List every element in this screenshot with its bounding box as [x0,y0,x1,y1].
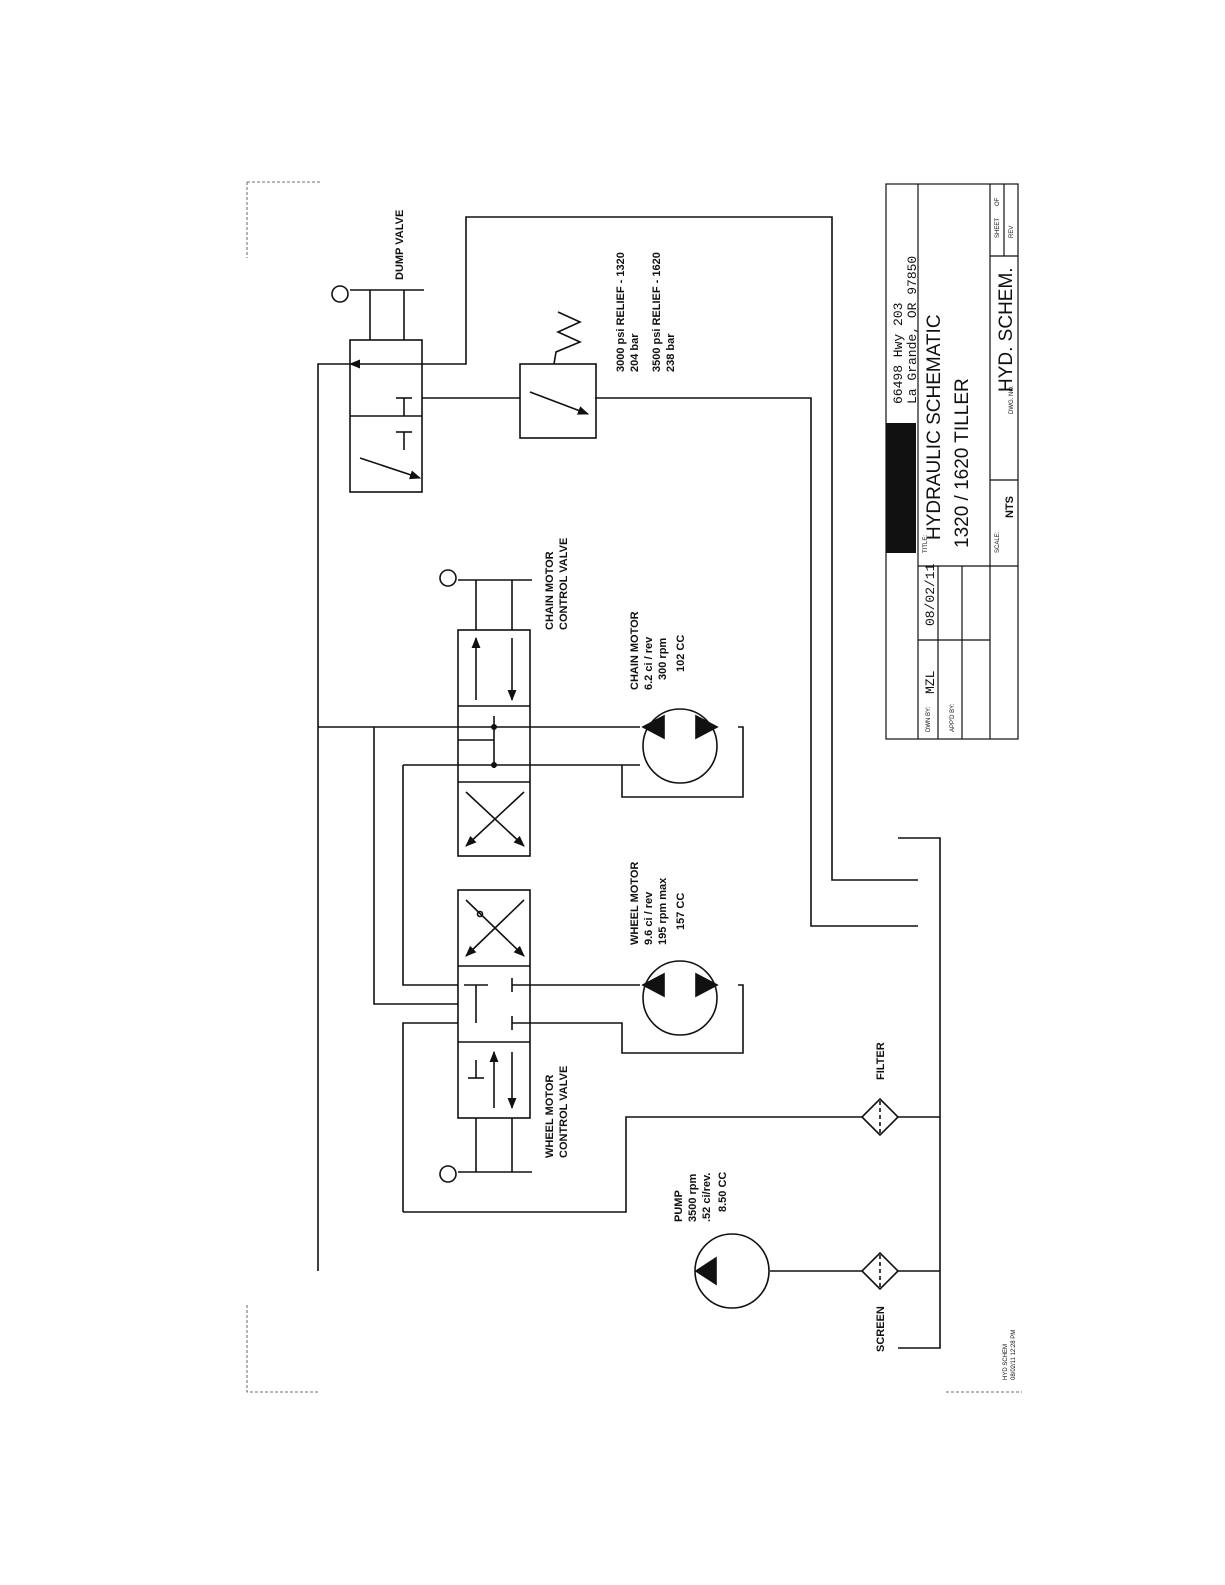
label-chain-motor-3: 300 rpm [657,638,669,680]
relief-valve [519,311,597,439]
label-wheel-valve-2: CONTROL VALVE [558,1066,570,1158]
label-relief-1: 3000 psi RELIEF - 1320 [615,252,627,372]
scale-value: NTS [1004,496,1016,518]
filter [860,1097,940,1137]
wheel-motor [641,960,719,1036]
label-chain-motor-1: CHAIN MOTOR [629,611,641,690]
label-relief-1-bar: 204 bar [629,333,641,372]
drawn-by-value: MZL [923,671,938,694]
date-value: 08/02/11 [923,563,938,626]
diagram-labels: DUMP VALVE 3000 psi RELIEF - 1320 204 ba… [394,210,887,1352]
label-wheel-motor-2: 9.6 ci / rev [643,891,655,945]
label-dump-valve: DUMP VALVE [394,210,406,280]
label-chain-motor-4: 102 CC [675,635,687,672]
of-caption: OF [995,197,1001,206]
label-wheel-motor-1: WHEEL MOTOR [629,862,641,945]
dwg-no-caption: DWG. NO. [1009,385,1015,414]
dump-valve [331,285,520,493]
title-caption: TITLE: [923,535,929,553]
label-chain-motor-2: 6.2 ci / rev [643,636,655,690]
drawing-title: HYDRAULIC SCHEMATIC [924,314,945,540]
pump [694,1233,770,1309]
scale-caption: SCALE: [995,531,1001,553]
label-screen: SCREEN [875,1306,887,1352]
sheet-frame-marks [246,181,1022,1393]
drawn-by-caption: DWN BY: [926,706,932,732]
label-pump-4: 8.50 CC [717,1172,729,1212]
address-line-1: 66498 Hwy 203 [891,303,906,404]
file-name: HYD SCHEM [1003,1344,1009,1380]
label-wheel-motor-3: 195 rpm max [657,877,669,945]
chain-motor-control-valve [439,569,532,857]
label-wheel-motor-4: 157 CC [675,893,687,930]
wheel-motor-control-valve [439,889,532,1183]
address-line-2: La Grande, OR 97850 [905,256,920,404]
rev-caption: REV [1009,226,1015,238]
file-timestamp: 08/02/11 12:28 PM [1011,1330,1017,1380]
label-relief-2-bar: 238 bar [665,333,677,372]
label-chain-valve-2: CONTROL VALVE [558,538,570,630]
label-pump-1: PUMP [673,1190,685,1222]
drawing-subtitle: 1320 / 1620 TILLER [952,378,973,548]
drawing-number: HYD. SCHEM. [996,267,1017,392]
title-block-text: 66498 Hwy 203 La Grande, OR 97850 TITLE:… [891,197,1017,732]
label-pump-3: .52 ci/rev. [701,1173,713,1222]
label-pump-2: 3500 rpm [687,1173,699,1222]
logo-text: BARRETO [885,424,915,552]
company-logo: BARRETO [885,423,916,553]
label-wheel-valve-1: WHEEL MOTOR [544,1075,556,1158]
piping-lines [317,216,941,1349]
file-stamp: HYD SCHEM 08/02/11 12:28 PM [1003,1330,1017,1380]
screen [860,1251,940,1291]
chain-motor [641,708,719,784]
approved-caption: APP'D BY: [950,703,956,732]
label-filter: FILTER [875,1042,887,1080]
label-chain-valve-1: CHAIN MOTOR [544,551,556,630]
sheet-caption: SHEET [995,218,1001,238]
label-relief-2: 3500 psi RELIEF - 1620 [651,252,663,372]
